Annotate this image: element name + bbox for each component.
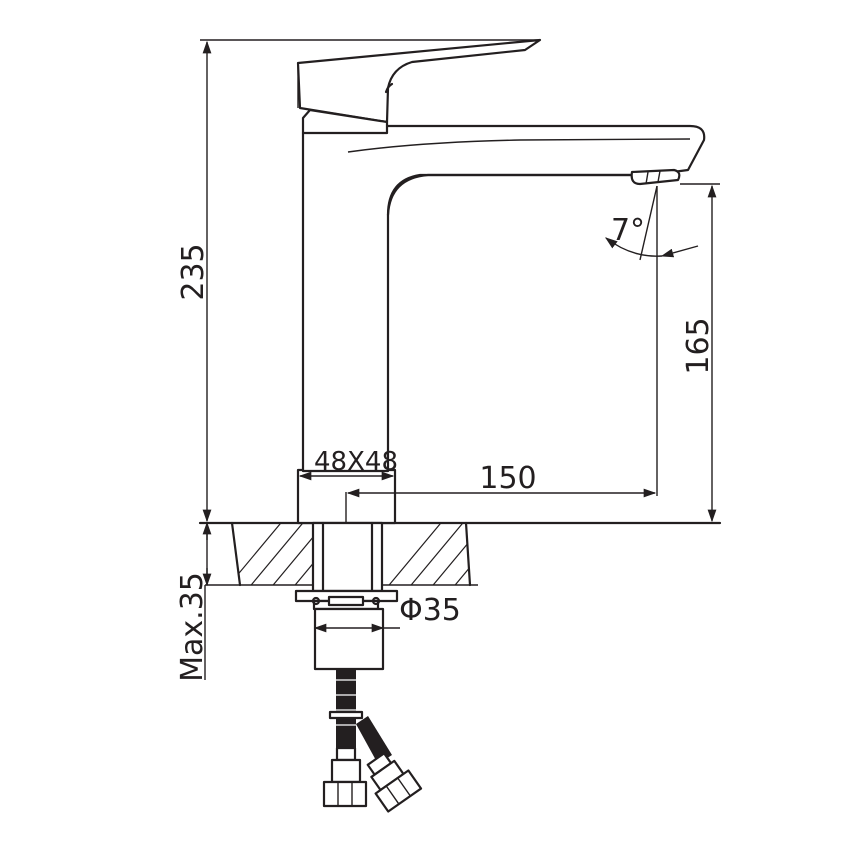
countertop-hatch-right [382, 523, 470, 585]
label-spout-reach: 150 [479, 461, 536, 496]
dimension-base-size: 48X48 [298, 447, 398, 481]
countertop-hatch-left [232, 523, 313, 585]
dimension-spout-angle: 7° [605, 185, 699, 261]
dimension-mount-diameter: Φ35 [313, 593, 461, 633]
label-base-size: 48X48 [314, 447, 398, 477]
faucet-body [296, 38, 706, 525]
dimension-max-thickness: Max.35 [175, 521, 212, 682]
dimension-total-height: 235 [176, 39, 540, 523]
countertop [198, 521, 722, 587]
label-mount-diameter: Φ35 [399, 593, 461, 628]
mounting-shank [294, 521, 399, 671]
dimension-spout-reach: 150 [345, 186, 658, 523]
dimension-spout-height: 165 [680, 183, 720, 523]
supply-hoses [322, 669, 423, 813]
label-spout-angle: 7° [611, 213, 645, 248]
label-max-thickness: Max.35 [175, 572, 210, 682]
label-spout-height: 165 [681, 317, 716, 374]
label-total-height: 235 [176, 243, 211, 300]
